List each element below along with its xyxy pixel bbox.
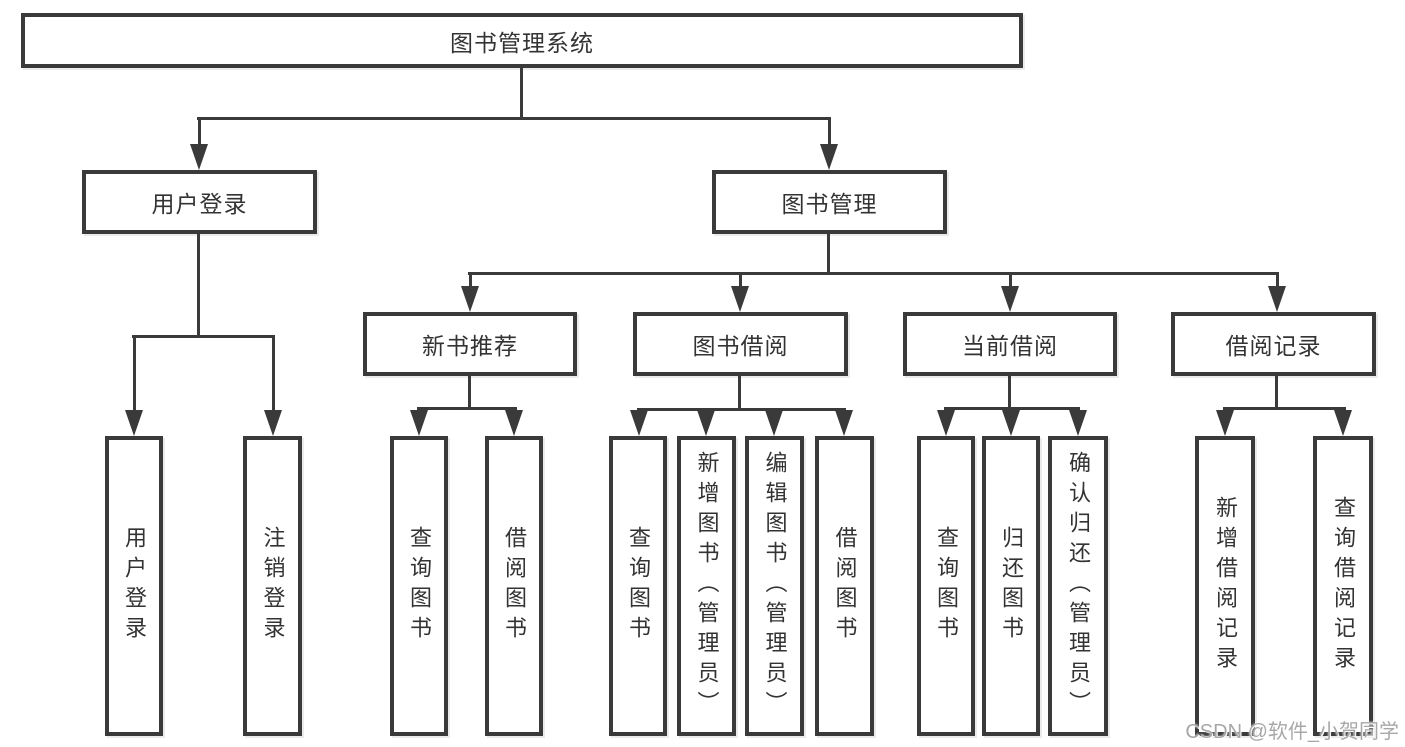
connector-user-login-rail — [132, 335, 275, 338]
arrow-down-icon — [1268, 275, 1286, 312]
leaf-confirm-return-admin-label: 确认归还（管理员） — [1066, 451, 1091, 721]
node-book-borrow: 图书借阅 — [633, 312, 848, 376]
arrow-down-icon — [1216, 410, 1234, 436]
node-book-management: 图书管理 — [712, 170, 947, 234]
connector-book-borrow-rail — [637, 408, 846, 411]
node-current-borrow: 当前借阅 — [903, 312, 1117, 376]
arrow-down-icon — [190, 120, 208, 170]
connector-root-stub — [520, 68, 523, 118]
leaf-query-books-recommend: 查询图书 — [390, 436, 448, 736]
leaf-query-borrow-record-label: 查询借阅记录 — [1331, 496, 1356, 676]
leaf-query-books-borrow-label: 查询图书 — [626, 526, 651, 646]
arrow-down-icon — [820, 120, 838, 170]
connector-book-management-stub — [827, 234, 830, 274]
node-new-book-recommend: 新书推荐 — [363, 312, 577, 376]
leaf-add-borrow-record-label: 新增借阅记录 — [1213, 496, 1238, 676]
connector-current-borrow-rail — [944, 407, 1080, 410]
leaf-add-book-admin-label: 新增图书（管理员） — [694, 451, 720, 721]
arrow-down-icon — [697, 410, 715, 436]
leaf-user-login: 用户登录 — [105, 436, 163, 736]
arrow-down-icon — [731, 275, 749, 312]
arrow-down-icon — [1334, 410, 1352, 436]
leaf-borrow-books-label: 借阅图书 — [832, 526, 858, 646]
node-book-management-label: 图书管理 — [781, 191, 878, 217]
arrow-down-icon — [125, 338, 143, 436]
leaf-confirm-return-admin: 确认归还（管理员） — [1048, 436, 1108, 736]
leaf-borrow-books: 借阅图书 — [815, 436, 874, 736]
leaf-return-book: 归还图书 — [982, 436, 1040, 736]
arrow-down-icon — [461, 275, 479, 312]
leaf-query-borrow-record: 查询借阅记录 — [1313, 436, 1373, 736]
leaf-add-borrow-record: 新增借阅记录 — [1195, 436, 1255, 736]
arrow-down-icon — [937, 410, 955, 436]
arrow-down-icon — [410, 410, 428, 436]
node-new-book-recommend-label: 新书推荐 — [422, 333, 518, 359]
leaf-logout-label: 注销登录 — [260, 526, 286, 646]
leaf-query-books-recommend-label: 查询图书 — [407, 526, 432, 646]
node-root-label: 图书管理系统 — [450, 29, 594, 56]
leaf-borrow-books-recommend-label: 借阅图书 — [502, 526, 527, 646]
connector-level2-rail — [197, 117, 831, 120]
leaf-query-books-current: 查询图书 — [917, 436, 975, 736]
connector-level3-rail — [468, 272, 1279, 275]
node-user-login-label: 用户登录 — [151, 191, 248, 217]
arrow-down-icon — [1069, 410, 1087, 436]
connector-borrow-records-rail — [1223, 407, 1346, 410]
node-borrow-records: 借阅记录 — [1171, 312, 1376, 376]
leaf-add-book-admin: 新增图书（管理员） — [677, 436, 736, 736]
node-current-borrow-label: 当前借阅 — [962, 333, 1058, 359]
arrow-down-icon — [1001, 275, 1019, 312]
leaf-edit-book-admin: 编辑图书（管理员） — [745, 436, 804, 736]
arrow-down-icon — [835, 410, 853, 436]
arrow-down-icon — [264, 338, 282, 436]
arrow-down-icon — [505, 410, 523, 436]
leaf-return-book-label: 归还图书 — [999, 526, 1024, 646]
leaf-user-login-label: 用户登录 — [122, 526, 147, 646]
arrow-down-icon — [765, 410, 783, 436]
node-user-login: 用户登录 — [82, 170, 317, 234]
leaf-logout: 注销登录 — [243, 436, 302, 736]
csdn-watermark: CSDN @软件_小贺同学 — [1185, 721, 1399, 743]
connector-book-borrow-stub — [738, 376, 741, 411]
connector-user-login-stub — [197, 234, 200, 336]
arrow-down-icon — [1002, 410, 1020, 436]
leaf-edit-book-admin-label: 编辑图书（管理员） — [762, 451, 788, 721]
node-root: 图书管理系统 — [21, 13, 1023, 68]
leaf-query-books-current-label: 查询图书 — [934, 526, 959, 646]
node-book-borrow-label: 图书借阅 — [692, 333, 789, 359]
connector-new-book-rail — [417, 407, 517, 410]
connector-new-book-stub — [468, 376, 471, 410]
connector-borrow-records-stub — [1275, 376, 1278, 410]
node-borrow-records-label: 借阅记录 — [1225, 333, 1322, 359]
leaf-query-books-borrow: 查询图书 — [609, 436, 667, 736]
arrow-down-icon — [630, 410, 648, 436]
leaf-borrow-books-recommend: 借阅图书 — [485, 436, 543, 736]
connector-current-borrow-stub — [1008, 376, 1011, 410]
